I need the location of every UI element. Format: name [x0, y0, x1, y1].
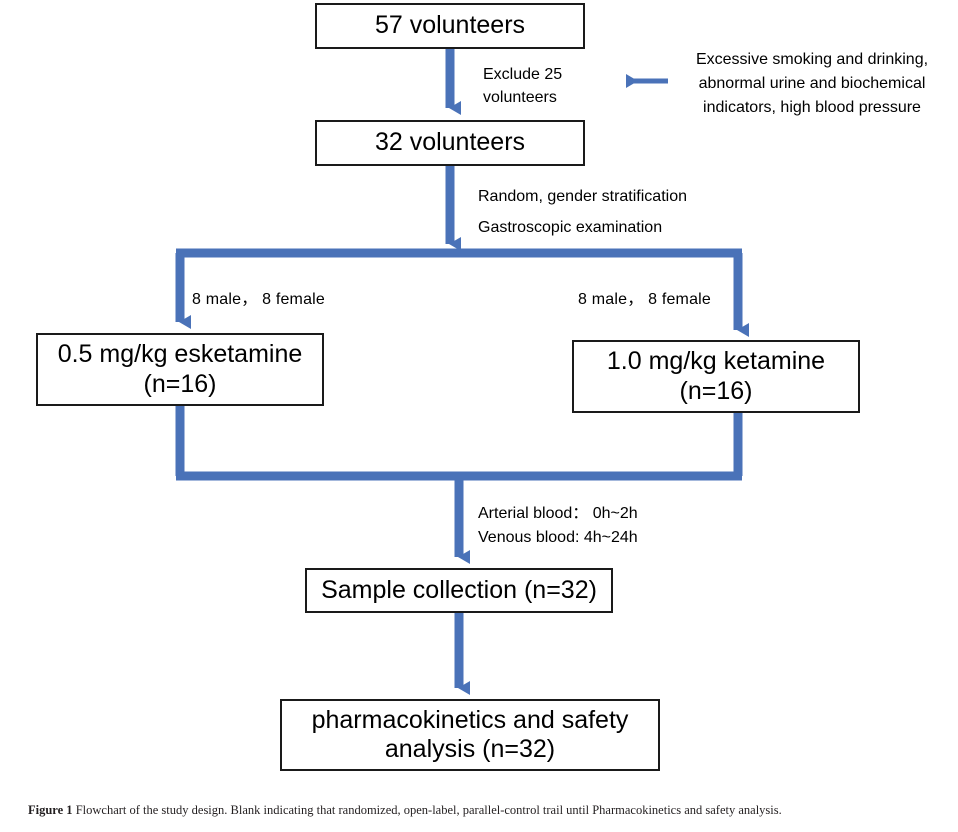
node-ketamine-arm-label: 1.0 mg/kg ketamine (n=16): [606, 347, 826, 405]
node-ketamine-arm: 1.0 mg/kg ketamine (n=16): [572, 340, 860, 413]
node-sample-collection: Sample collection (n=32): [305, 568, 613, 613]
annotation-exclusion-criteria: Excessive smoking and drinking, abnormal…: [695, 51, 929, 116]
node-32-volunteers: 32 volunteers: [315, 120, 585, 166]
annotation-exclude-count: Exclude 25 volunteers: [483, 66, 563, 107]
node-sample-collection-label: Sample collection (n=32): [321, 575, 597, 604]
node-pk-safety-analysis-label: pharmacokinetics and safety analysis (n=…: [311, 705, 629, 764]
node-32-volunteers-label: 32 volunteers: [374, 128, 526, 157]
annotation-blood-sampling: Arterial blood： 0h~2h Venous blood: 4h~2…: [478, 505, 638, 546]
figure-caption-label: Figure 1: [28, 803, 73, 817]
annotation-randomization: Random, gender stratification: [478, 188, 687, 205]
figure-caption-text: Flowchart of the study design. Blank ind…: [75, 803, 782, 817]
annotation-gastroscopy: Gastroscopic examination: [478, 219, 663, 236]
node-esketamine-arm-label: 0.5 mg/kg esketamine (n=16): [57, 340, 303, 398]
figure-caption: Figure 1 Flowchart of the study design. …: [28, 802, 938, 818]
annotation-left-arm-split: 8 male， 8 female: [192, 291, 326, 308]
node-pk-safety-analysis: pharmacokinetics and safety analysis (n=…: [280, 699, 660, 771]
node-esketamine-arm: 0.5 mg/kg esketamine (n=16): [36, 333, 324, 406]
annotation-right-arm-split: 8 male， 8 female: [578, 291, 712, 308]
node-57-volunteers-label: 57 volunteers: [374, 11, 526, 40]
node-57-volunteers: 57 volunteers: [315, 3, 585, 49]
